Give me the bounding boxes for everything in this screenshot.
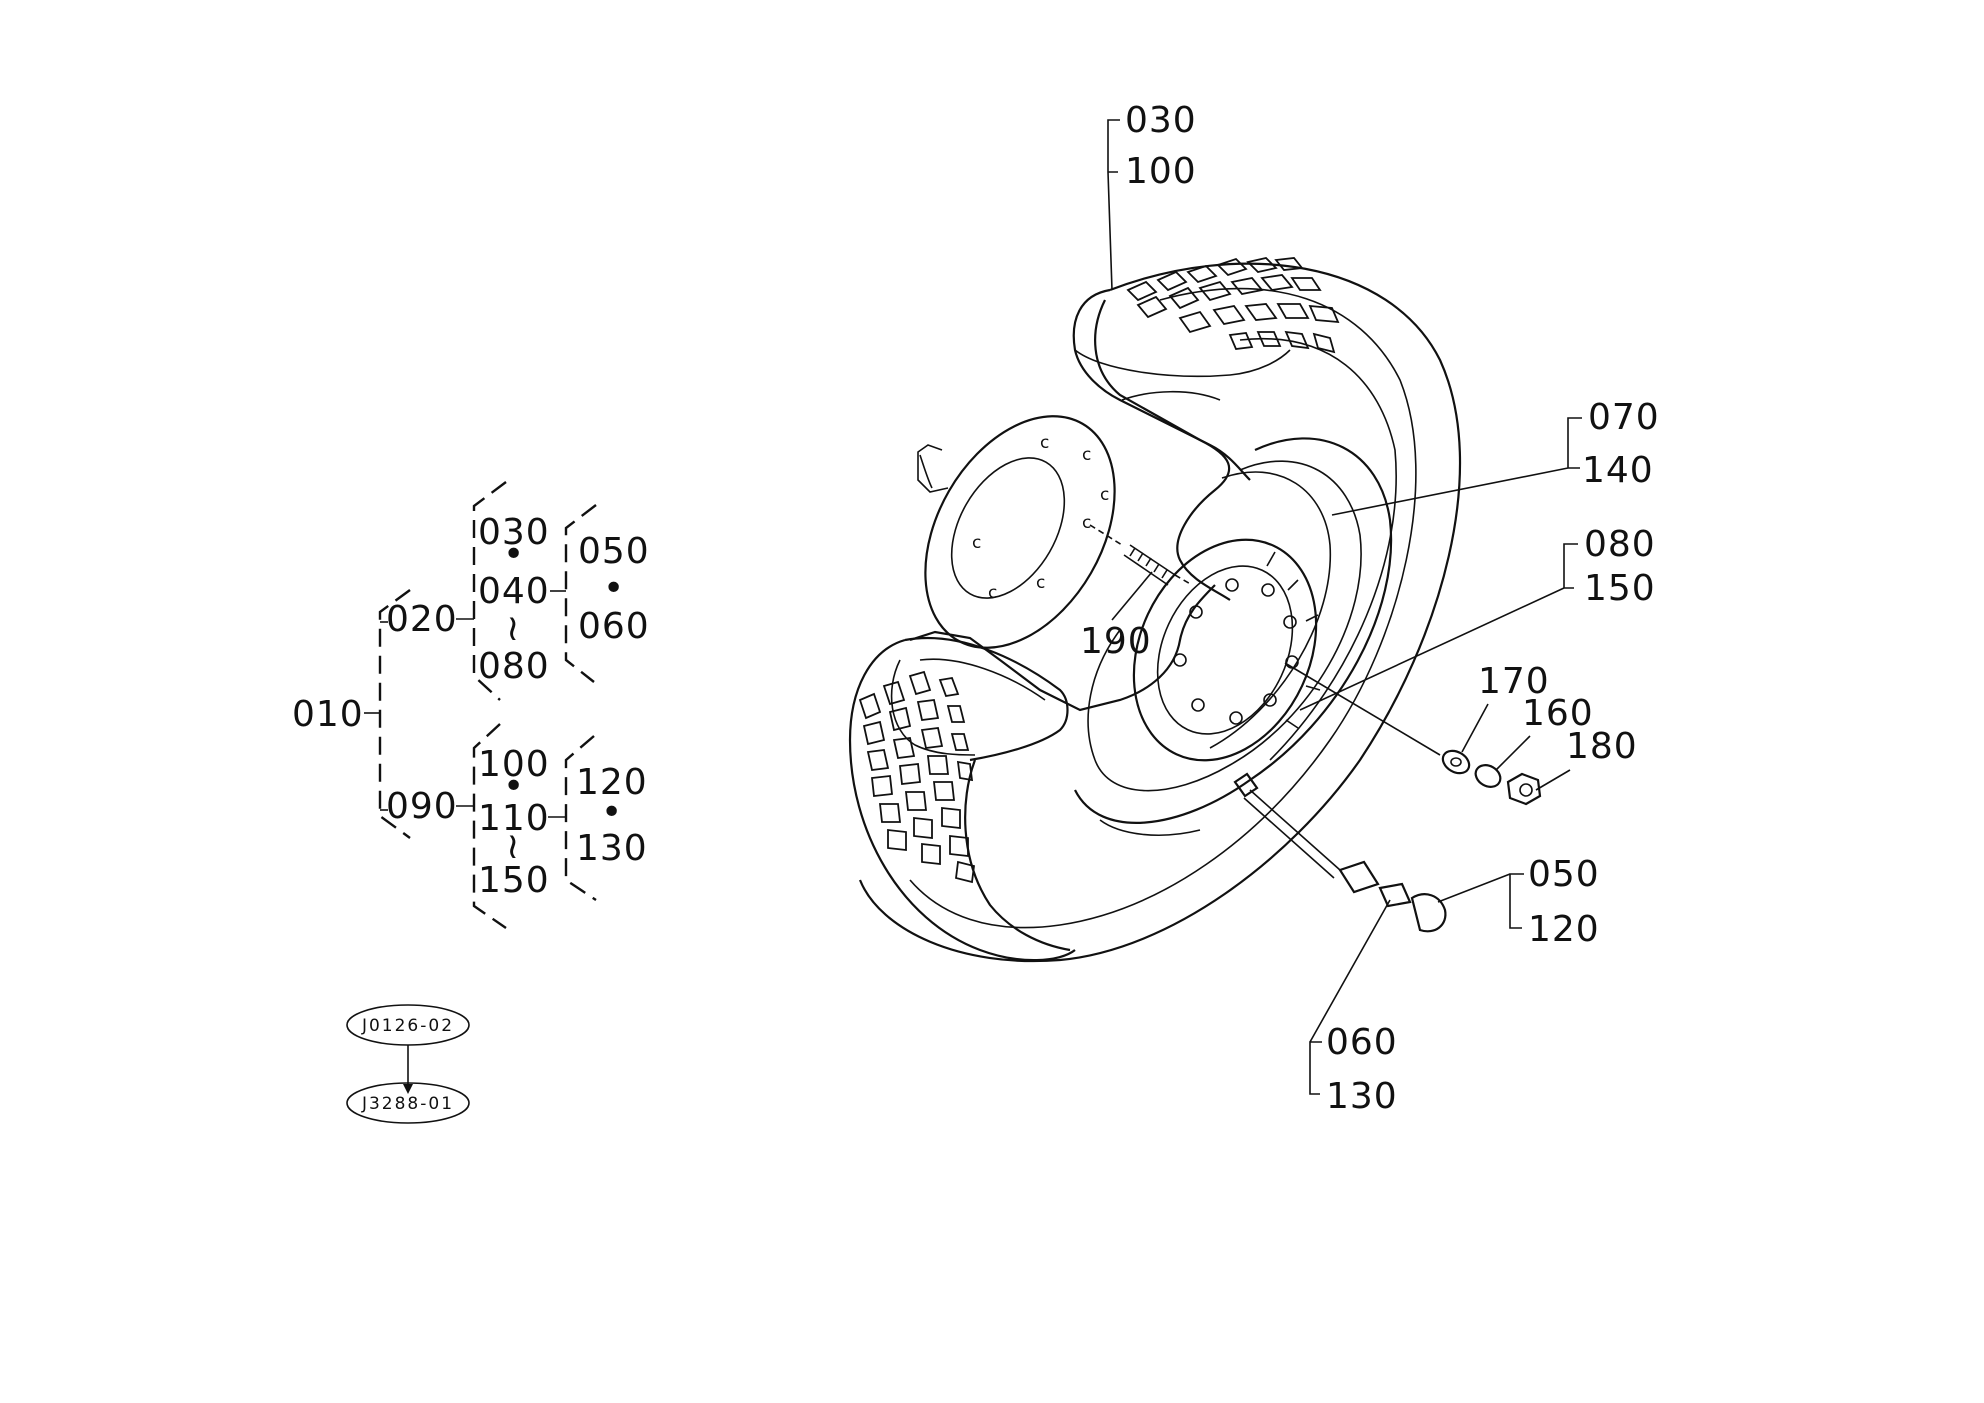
- tree-a-left-3: 080: [478, 646, 550, 687]
- wheel-exploded-view-icon: c c c c c c c: [848, 257, 1542, 963]
- reference-code-1: J0126-02: [361, 1016, 454, 1036]
- nut-icon: [1506, 772, 1542, 806]
- tree-a-wave: ≀: [506, 608, 521, 649]
- callout-bolt: 190: [1080, 621, 1152, 662]
- parts-hierarchy-tree: 010 020 090 030 • 040 ≀ 080 050 • 060 10…: [292, 481, 650, 929]
- reference-oval-2: [346, 1082, 470, 1124]
- callout-weight-1: 080: [1584, 524, 1656, 565]
- tree-a-right-2: 060: [578, 606, 650, 647]
- tree-b-left-2: 110: [478, 798, 550, 839]
- tree-a-left-1: 030: [478, 512, 550, 553]
- reference-codes: J0126-02 J3288-01: [346, 1004, 470, 1124]
- callout-tire-1: 030: [1125, 100, 1197, 141]
- fastener-parts: [1284, 662, 1542, 806]
- tree-b-left-3: 150: [478, 860, 550, 901]
- callout-rim-2: 140: [1582, 450, 1654, 491]
- callout-labels: 030 100 070 140 080 150 190 170 160 180 …: [1080, 100, 1660, 1117]
- tree-node-020: 020: [386, 599, 458, 640]
- callout-valve-cap-1: 050: [1528, 854, 1600, 895]
- tree-root-label: 010: [292, 694, 364, 735]
- flange-hole-2: c: [1082, 445, 1093, 465]
- tree-b-left-1: 100: [478, 744, 550, 785]
- flange-hole-1: c: [1040, 433, 1051, 453]
- callout-lock-washer: 160: [1522, 693, 1594, 734]
- valve-stem-icon: [1233, 772, 1447, 933]
- flange-hole-7: c: [972, 533, 983, 553]
- washer-icon: [1441, 749, 1471, 775]
- flange-hole-6: c: [988, 583, 999, 603]
- tree-a-dot: •: [503, 534, 525, 575]
- tree-b-dot: •: [503, 766, 525, 807]
- tree-a-left-2: 040: [478, 571, 550, 612]
- flange-hole-4: c: [1082, 513, 1093, 533]
- callout-valve-2: 130: [1326, 1076, 1398, 1117]
- flange-hole-3: c: [1100, 485, 1111, 505]
- tree-node-090: 090: [386, 786, 458, 827]
- callout-tire-2: 100: [1125, 151, 1197, 192]
- tree-b-right-dot: •: [601, 792, 623, 833]
- tree-b-right-2: 130: [576, 828, 648, 869]
- stud-bolt-icon: [1089, 524, 1193, 586]
- tree-a-right-1: 050: [578, 531, 650, 572]
- rim-icon: [1074, 437, 1393, 836]
- tree-b-wave: ≀: [506, 826, 521, 867]
- valve-cap-icon: [1410, 893, 1447, 933]
- reference-code-2: J3288-01: [361, 1094, 454, 1114]
- tree-a-right-dot: •: [603, 568, 625, 609]
- top-tread-pattern: [1126, 257, 1340, 354]
- callout-valve-1: 060: [1326, 1022, 1398, 1063]
- tree-b-right-1: 120: [576, 762, 648, 803]
- hub-flange-icon: c c c c c c c: [917, 415, 1116, 649]
- flange-hole-5: c: [1036, 573, 1047, 593]
- callout-rim-1: 070: [1588, 397, 1660, 438]
- callout-nut: 180: [1566, 726, 1638, 767]
- callout-valve-cap-2: 120: [1528, 909, 1600, 950]
- bottom-tire-half: [848, 584, 1216, 962]
- callout-weight-2: 150: [1584, 568, 1656, 609]
- callout-washer: 170: [1478, 661, 1550, 702]
- lock-washer-icon: [1474, 764, 1502, 788]
